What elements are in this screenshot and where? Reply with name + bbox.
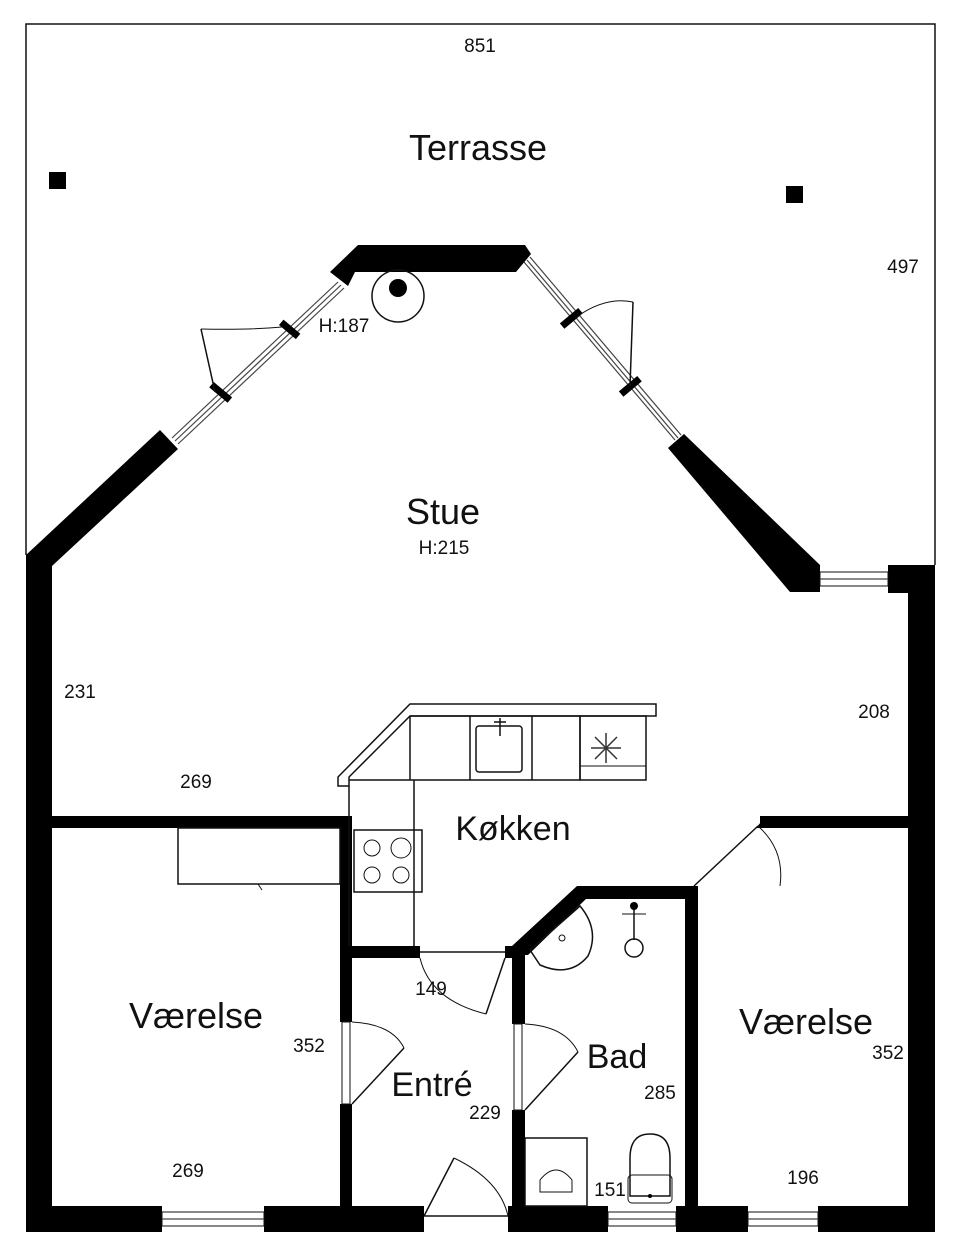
door-vaerelse-entre (341, 1021, 405, 1105)
dim-bad-width: 151 (594, 1180, 626, 1201)
door-entre-kokken (419, 951, 506, 1015)
wall-interior-vaerelse-entre-lower (340, 1104, 352, 1206)
wall-bottom-5 (818, 1206, 935, 1232)
wall-bottom-2 (264, 1206, 424, 1232)
fridge-fan-icon (579, 715, 647, 781)
dim-vaerelse-right-width: 196 (787, 1168, 819, 1189)
dim-stue-right: 208 (858, 702, 890, 723)
dim-stue-bottom: 269 (180, 772, 212, 793)
shower-icon (622, 902, 646, 958)
window-bottom-bad (607, 1211, 677, 1227)
wall-interior-left-horizontal (52, 816, 350, 828)
dim-terrasse-width: 851 (464, 36, 496, 57)
door-entrance (423, 1157, 509, 1217)
room-vaerelse-right: Værelse (739, 1001, 873, 1042)
dim-entre-width: 149 (415, 979, 447, 1000)
dim-vaerelse-left-height: 352 (293, 1036, 325, 1057)
dim-vaerelse-right-height: 352 (872, 1043, 904, 1064)
wall-right-diagonal (668, 434, 820, 592)
window-bottom-left (161, 1211, 265, 1227)
room-vaerelse-left: Værelse (129, 995, 263, 1036)
washing-machine-icon (524, 1137, 588, 1207)
window-mullion-right-1 (559, 307, 583, 329)
kitchen-counter (337, 703, 657, 946)
wall-interior-bad-top (580, 886, 696, 899)
wall-interior-entre-bad-upper (512, 946, 525, 1024)
dim-entre-height: 229 (469, 1103, 501, 1124)
dim-vaerelse-left-width: 269 (172, 1161, 204, 1182)
window-bottom-right (747, 1211, 819, 1227)
bay-height: H:187 (319, 316, 370, 337)
room-stue: Stue (406, 491, 480, 532)
window-bay-left (171, 281, 345, 445)
dim-bad-height: 285 (644, 1083, 676, 1104)
room-terrasse: Terrasse (409, 127, 547, 168)
door-kokken-vaerelse-right (693, 825, 782, 887)
wall-interior-bad-vaerelse (685, 886, 698, 1206)
wall-interior-vaerelse-entre (340, 816, 352, 1022)
wall-interior-entre-bad-lower (512, 1110, 525, 1206)
toilet-icon (627, 1133, 673, 1204)
wall-bottom-3 (508, 1206, 608, 1232)
window-right-upper (819, 571, 889, 587)
door-bay-left (200, 326, 283, 393)
wall-right-exterior (908, 565, 935, 1232)
window-mullion-left-1 (279, 319, 301, 340)
dim-stue-left: 231 (64, 682, 96, 703)
stue-height: H:215 (419, 538, 470, 559)
terrace-post-left (49, 172, 66, 189)
wall-bay-top (330, 245, 531, 286)
wardrobe (177, 827, 341, 891)
terrace-outline (25, 23, 936, 565)
room-bad: Bad (587, 1038, 648, 1076)
window-bay-right (523, 256, 682, 441)
window-mullion-right-2 (618, 375, 642, 397)
wall-left-diagonal (26, 430, 178, 566)
wall-interior-bad-diagonal (512, 886, 588, 955)
wall-bottom-1 (26, 1206, 162, 1232)
door-entre-bad (513, 1023, 579, 1111)
terrace-post-right (786, 186, 803, 203)
wall-bottom-4 (676, 1206, 748, 1232)
room-entre: Entré (391, 1066, 472, 1104)
door-bay-right (574, 300, 634, 387)
stove-top-icon (353, 829, 423, 893)
wall-left-exterior (26, 555, 52, 1232)
wall-interior-right-stub (756, 816, 772, 828)
stove-icon (371, 269, 425, 323)
bathroom-sink-icon (529, 904, 594, 971)
wall-interior-right-horizontal (760, 816, 908, 828)
dim-terrasse-depth: 497 (887, 257, 919, 278)
wall-interior-entre-top (340, 946, 420, 958)
window-mullion-left-2 (209, 381, 233, 403)
kitchen-sink-icon (475, 718, 523, 773)
room-kokken: Køkken (455, 810, 570, 848)
